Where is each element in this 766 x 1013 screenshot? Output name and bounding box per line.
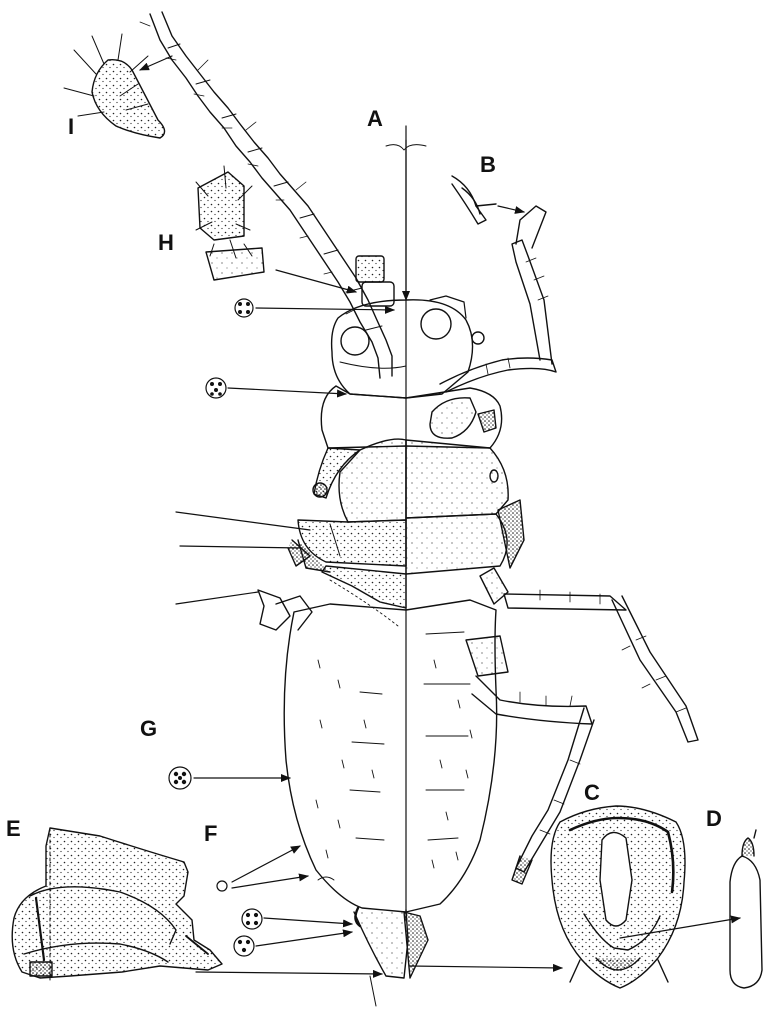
inset-D-tube bbox=[730, 830, 762, 988]
dots-apex-1 bbox=[242, 909, 262, 929]
label-C: C bbox=[584, 782, 600, 804]
inset-H-antennal-segments bbox=[196, 166, 264, 280]
label-I: I bbox=[68, 116, 74, 138]
label-H: H bbox=[158, 232, 174, 254]
dots-F bbox=[217, 881, 227, 891]
antenna bbox=[140, 12, 394, 378]
symbol-dots bbox=[169, 299, 262, 956]
wing-base bbox=[258, 540, 312, 630]
label-A: A bbox=[367, 108, 383, 130]
dots-G bbox=[169, 767, 191, 789]
dots-H-row bbox=[235, 299, 253, 317]
dots-pronotum bbox=[206, 378, 226, 398]
label-D: D bbox=[706, 808, 722, 830]
inset-B-claw bbox=[452, 176, 496, 224]
label-B: B bbox=[480, 154, 496, 176]
label-G: G bbox=[140, 718, 157, 740]
label-E: E bbox=[6, 818, 21, 840]
dots-apex-2 bbox=[234, 936, 254, 956]
inset-C-genital-capsule bbox=[551, 806, 685, 988]
label-F: F bbox=[204, 823, 217, 845]
inset-E-terminalia bbox=[12, 828, 222, 980]
fore-leg bbox=[440, 206, 556, 392]
inset-I-antenna-tip bbox=[64, 34, 165, 138]
